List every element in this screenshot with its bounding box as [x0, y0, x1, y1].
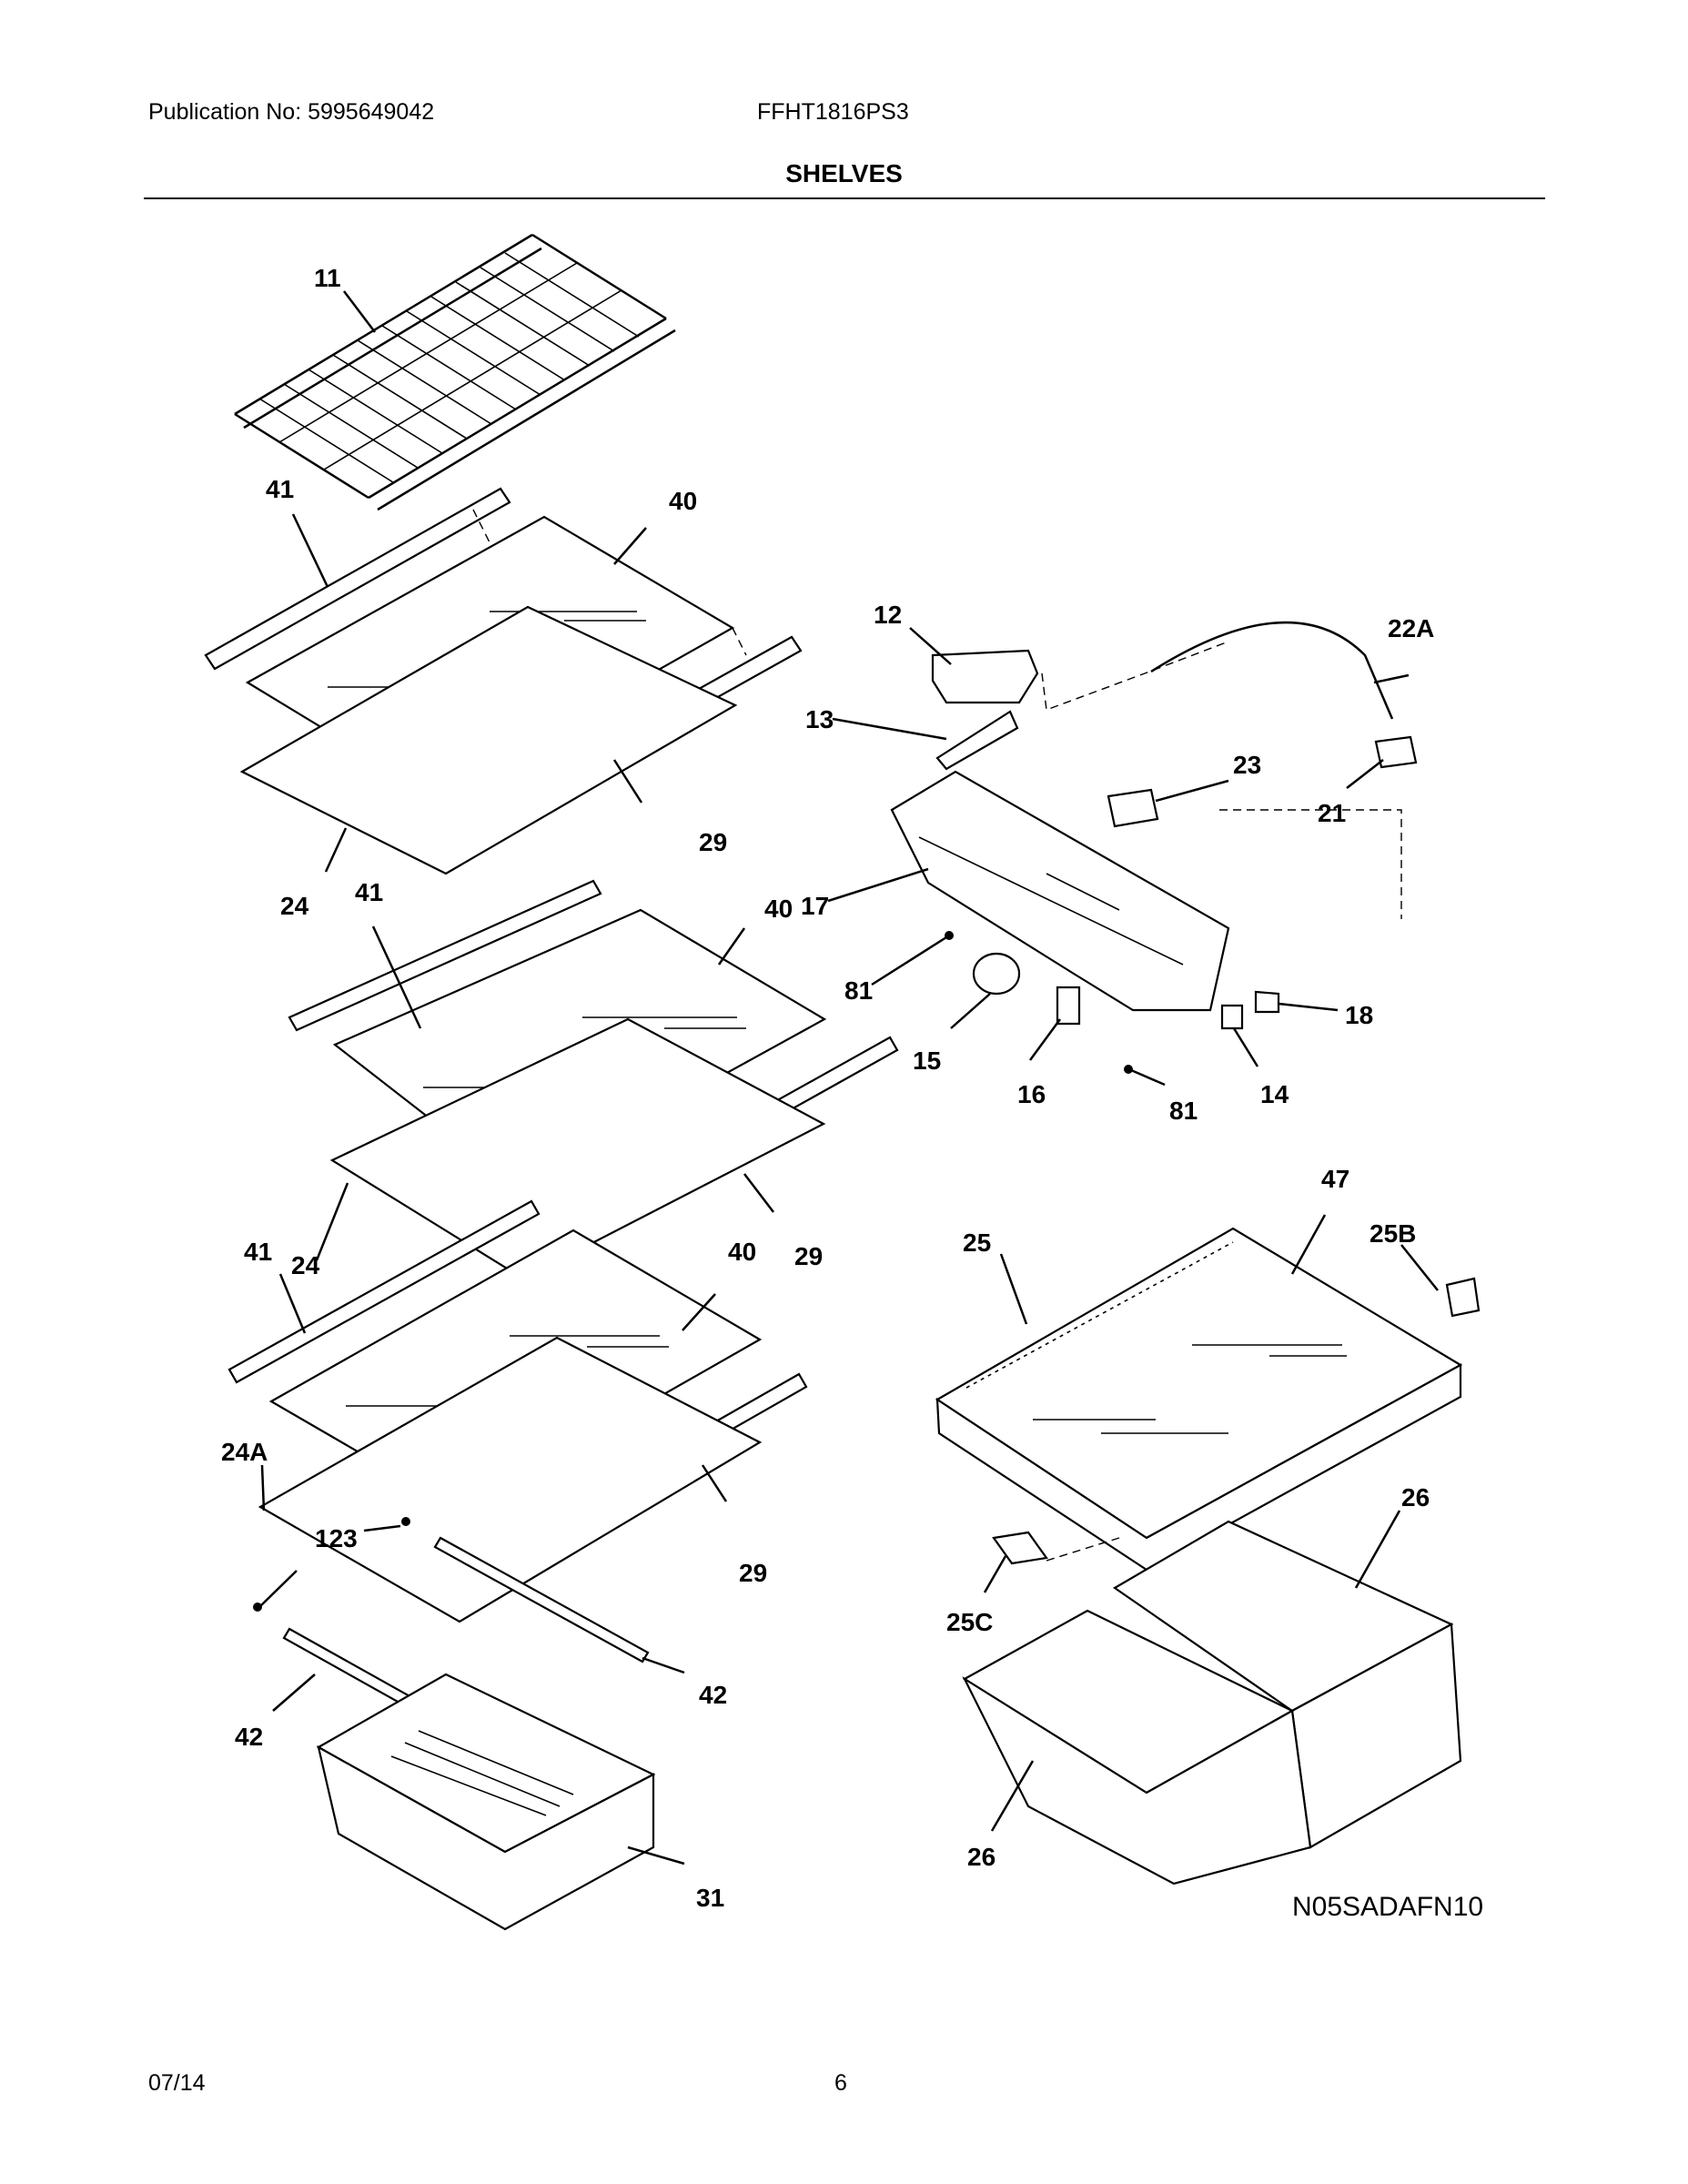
- callout-31: 31: [696, 1884, 724, 1912]
- callout-22A: 22A: [1388, 614, 1434, 642]
- thermostat-23: [1107, 788, 1159, 828]
- switch-14: [1220, 1004, 1244, 1030]
- callout-29-c: 29: [739, 1559, 767, 1587]
- callout-26-a: 26: [1401, 1483, 1430, 1512]
- crisper-cover-25: [935, 1227, 1481, 1572]
- shelf-frame-24-a: [239, 605, 738, 875]
- callout-23: 23: [1233, 751, 1261, 779]
- wire-harness-22A: [1150, 621, 1394, 720]
- callout-14: 14: [1260, 1080, 1289, 1108]
- lamp-socket-16: [1056, 986, 1081, 1026]
- screw-123-b: [253, 1603, 262, 1612]
- crisper-drawers-26: [962, 1520, 1462, 1886]
- screw-123-a: [401, 1517, 410, 1526]
- model-number: FFHT1816PS3: [757, 99, 909, 125]
- callout-81-a: 81: [844, 976, 873, 1005]
- shelf-frame-24A: [258, 1336, 763, 1623]
- crisper-pan-31: [316, 1673, 656, 1931]
- callout-29-a: 29: [699, 828, 727, 856]
- callout-41-b: 41: [355, 878, 383, 906]
- callout-41-c: 41: [244, 1238, 272, 1266]
- knob-18: [1254, 990, 1280, 1014]
- light-shield-12: [931, 649, 1039, 704]
- cover-clip-25C: [992, 1531, 1048, 1565]
- callout-40-c: 40: [728, 1238, 756, 1266]
- callout-13: 13: [805, 705, 834, 733]
- publication-number: Publication No: 5995649042: [148, 99, 435, 125]
- callout-123: 123: [315, 1524, 358, 1552]
- callout-18: 18: [1345, 1001, 1373, 1029]
- shelf-frame-24-b: [329, 1017, 826, 1280]
- callout-15: 15: [913, 1046, 941, 1075]
- cover-bracket-25B: [1445, 1277, 1481, 1318]
- callout-24A: 24A: [221, 1438, 268, 1466]
- title-rule: [144, 197, 1545, 199]
- screw-81-a: [945, 931, 954, 940]
- callout-12: 12: [874, 601, 902, 629]
- callout-24-b: 24: [291, 1251, 320, 1279]
- page-title: SHELVES: [785, 159, 903, 187]
- shelf-assembly-3: [227, 1199, 808, 1755]
- callout-16: 16: [1017, 1080, 1046, 1108]
- shelf-assembly-1: [204, 487, 803, 875]
- screw-81-b: [1124, 1065, 1133, 1074]
- wire-shelf: [234, 233, 676, 511]
- callout-47: 47: [1321, 1165, 1349, 1193]
- damper-21: [1374, 735, 1418, 769]
- callout-24-a: 24: [280, 892, 309, 920]
- callouts: 11 41 40 29 24 41 40 24 29 41 40 29 24A …: [221, 264, 1434, 1912]
- support-42-a: [433, 1536, 650, 1663]
- callout-11: 11: [314, 264, 341, 292]
- callout-25C: 25C: [946, 1608, 993, 1636]
- page-number: 6: [834, 2070, 847, 2096]
- light-lens-13: [935, 710, 1019, 771]
- callout-26-b: 26: [967, 1843, 996, 1871]
- callout-40-b: 40: [764, 895, 793, 923]
- callout-41-a: 41: [266, 475, 294, 503]
- light-bulb-15: [972, 952, 1021, 996]
- control-housing-17: [890, 621, 1418, 1074]
- leader-lines: [257, 290, 1439, 1866]
- shelf-trim-41-a: [204, 487, 511, 671]
- diagram-code: N05SADAFN10: [1292, 1892, 1483, 1922]
- callout-25B: 25B: [1370, 1219, 1416, 1248]
- callout-29-b: 29: [794, 1242, 823, 1270]
- footer-date: 07/14: [148, 2070, 206, 2096]
- callout-17: 17: [801, 892, 829, 920]
- callout-40-a: 40: [669, 487, 697, 515]
- callout-21: 21: [1318, 799, 1346, 827]
- shelf-trim-41-c: [227, 1199, 541, 1384]
- callout-42-b: 42: [235, 1723, 263, 1751]
- shelf-assembly-2: [288, 879, 899, 1280]
- callout-25: 25: [963, 1228, 991, 1257]
- callout-81-b: 81: [1169, 1097, 1198, 1125]
- shelf-trim-41-b: [288, 879, 602, 1032]
- callout-42-a: 42: [699, 1681, 727, 1709]
